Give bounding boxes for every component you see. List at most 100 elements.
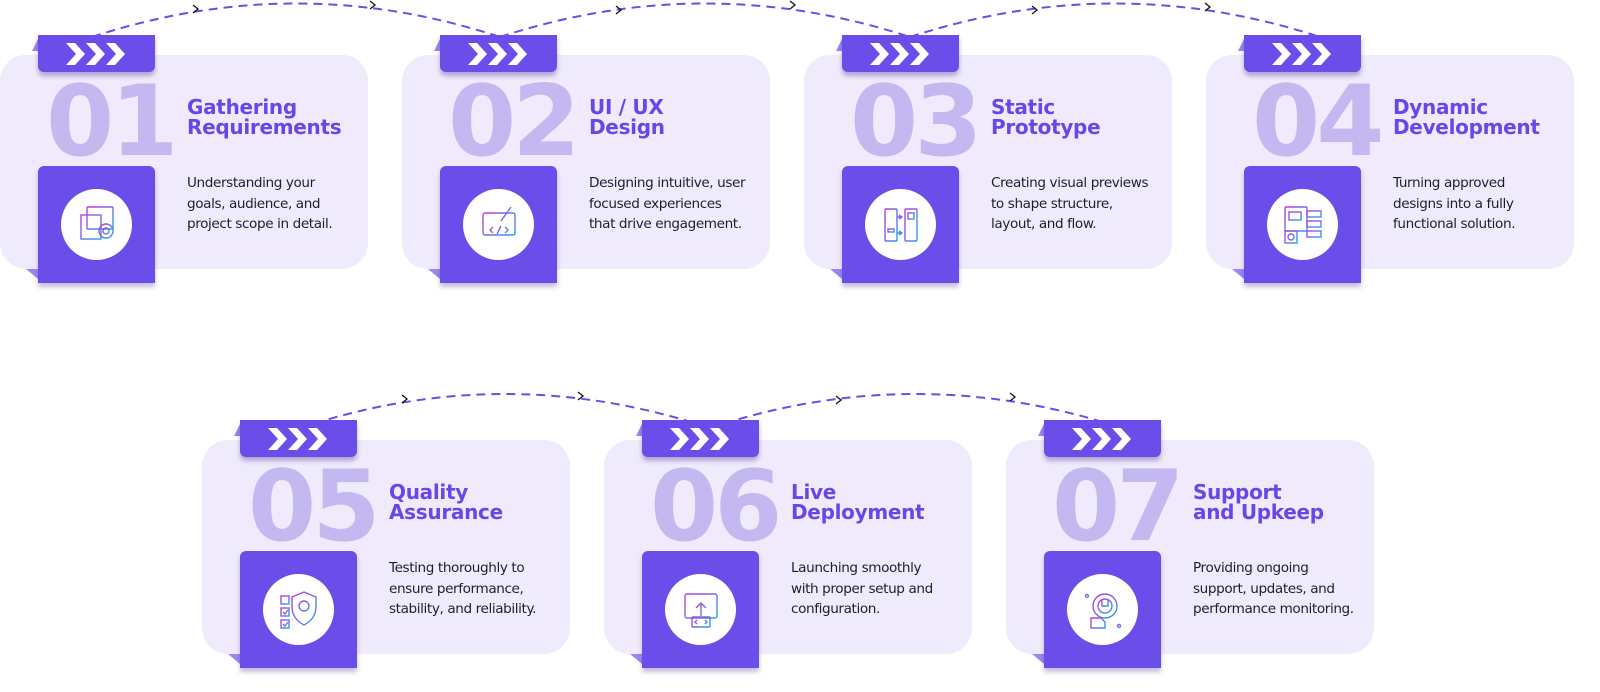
step-desc-line: functional solution. [1393, 216, 1516, 232]
step-title-line: and Upkeep [1193, 500, 1324, 524]
step-desc-line: focused experiences [589, 195, 722, 212]
arrow-mark [789, 0, 797, 10]
step-title-line: UI / UX [589, 95, 664, 119]
step-banner [1044, 420, 1161, 457]
step-banner [440, 35, 557, 72]
icon-box-fold [830, 269, 842, 279]
icon-box [842, 166, 959, 283]
step-desc-line: configuration. [791, 601, 880, 617]
icon-box-fold [428, 269, 440, 279]
step-desc-line: Testing thoroughly to [389, 560, 525, 576]
banner-fold [1038, 420, 1046, 436]
icon-circle [865, 189, 936, 260]
step-card-01: 01 Gathering Requirements Understanding … [0, 35, 368, 307]
triple-chevron-icon [267, 427, 327, 450]
arrow-mark [577, 391, 585, 401]
arrow-mark [1009, 392, 1017, 402]
step-card-03: 03 Static Prototype Creating visual prev… [804, 35, 1172, 307]
icon-box [240, 551, 357, 668]
icon-circle [61, 189, 132, 260]
step-desc-line: that drive engagement. [589, 216, 742, 232]
connector-1-2 [91, 2, 501, 38]
step-number: 02 [448, 65, 580, 179]
icon-circle [1267, 189, 1338, 260]
step-number: 05 [248, 450, 380, 564]
step-card-06: 06 Live Deployment Launching smoothly wi… [604, 420, 972, 692]
triple-chevron-icon [467, 42, 527, 65]
step-description: Launching smoothly with proper setup and… [791, 558, 961, 620]
icon-box-fold [630, 654, 642, 664]
step-desc-line: support, updates, and [1193, 580, 1335, 597]
step-description: Understanding your goals, audience, and … [187, 173, 357, 235]
arrow-mark [401, 394, 409, 404]
connector-3-4 [909, 2, 1321, 38]
step-title: Dynamic Development [1393, 97, 1540, 137]
step-title: UI / UX Design [589, 97, 665, 137]
step-title-line: Quality [389, 480, 468, 504]
step-description: Turning approved designs into a fully fu… [1393, 173, 1563, 235]
step-card-04: 04 Dynamic Development Turning approved … [1206, 35, 1574, 307]
arrow-mark [369, 0, 377, 10]
step-desc-line: with proper setup and [791, 580, 933, 597]
icon-box [1044, 551, 1161, 668]
triple-chevron-icon [1271, 42, 1331, 65]
step-title-line: Gathering [187, 95, 297, 119]
arrow-mark [615, 5, 623, 15]
arrow-mark [192, 4, 200, 14]
monitor-brush-icon [481, 206, 516, 242]
wireframe-flow-icon [883, 207, 918, 242]
icon-box-fold [1032, 654, 1044, 664]
step-number: 03 [850, 65, 982, 179]
step-desc-line: layout, and flow. [991, 216, 1097, 232]
triple-chevron-icon [869, 42, 929, 65]
requirements-gear-icon [79, 205, 114, 240]
step-title-line: Design [589, 115, 665, 139]
icon-box [642, 551, 759, 668]
step-title: Support and Upkeep [1193, 482, 1324, 522]
banner-fold [434, 35, 442, 51]
icon-box-fold [1232, 269, 1244, 279]
banner-fold [234, 420, 242, 436]
step-description: Testing thoroughly to ensure performance… [389, 558, 559, 620]
wrench-gear-icon [1084, 592, 1121, 629]
step-desc-line: project scope in detail. [187, 216, 333, 232]
dev-modules-icon [1283, 205, 1322, 244]
step-title-line: Requirements [187, 115, 342, 139]
shield-checklist-icon [279, 590, 317, 629]
icon-circle [665, 574, 736, 645]
triple-chevron-icon [669, 427, 729, 450]
step-card-07: 07 Support and Upkeep Providing ongoing … [1006, 420, 1374, 692]
step-banner [240, 420, 357, 457]
step-title: Quality Assurance [389, 482, 503, 522]
step-banner [842, 35, 959, 72]
step-desc-line: to shape structure, [991, 195, 1113, 212]
icon-circle [463, 189, 534, 260]
banner-fold [836, 35, 844, 51]
step-number: 07 [1052, 450, 1184, 564]
step-title: Live Deployment [791, 482, 925, 524]
step-title-line: Deployment [791, 500, 925, 524]
step-description: Creating visual previews to shape struct… [991, 173, 1161, 235]
icon-box [1244, 166, 1361, 283]
step-banner [38, 35, 155, 72]
triple-chevron-icon [1071, 427, 1131, 450]
icon-box-fold [26, 269, 38, 279]
step-desc-line: performance monitoring. [1193, 601, 1354, 617]
icon-box-fold [228, 654, 240, 664]
connector-2-3 [499, 2, 911, 38]
step-title-line: Prototype [991, 115, 1101, 139]
icon-box [440, 166, 557, 283]
step-number: 06 [650, 450, 782, 564]
step-banner [1244, 35, 1361, 72]
step-description: Providing ongoing support, updates, and … [1193, 558, 1363, 620]
banner-fold [32, 35, 40, 51]
step-desc-line: designs into a fully [1393, 195, 1514, 212]
step-description: Designing intuitive, user focused experi… [589, 173, 759, 235]
icon-circle [1067, 574, 1138, 645]
step-desc-line: goals, audience, and [187, 195, 321, 212]
banner-fold [1238, 35, 1246, 51]
step-title-line: Support [1193, 480, 1282, 504]
step-number: 04 [1252, 65, 1384, 179]
step-title: Gathering Requirements [187, 95, 342, 139]
step-desc-line: Launching smoothly [791, 560, 922, 576]
